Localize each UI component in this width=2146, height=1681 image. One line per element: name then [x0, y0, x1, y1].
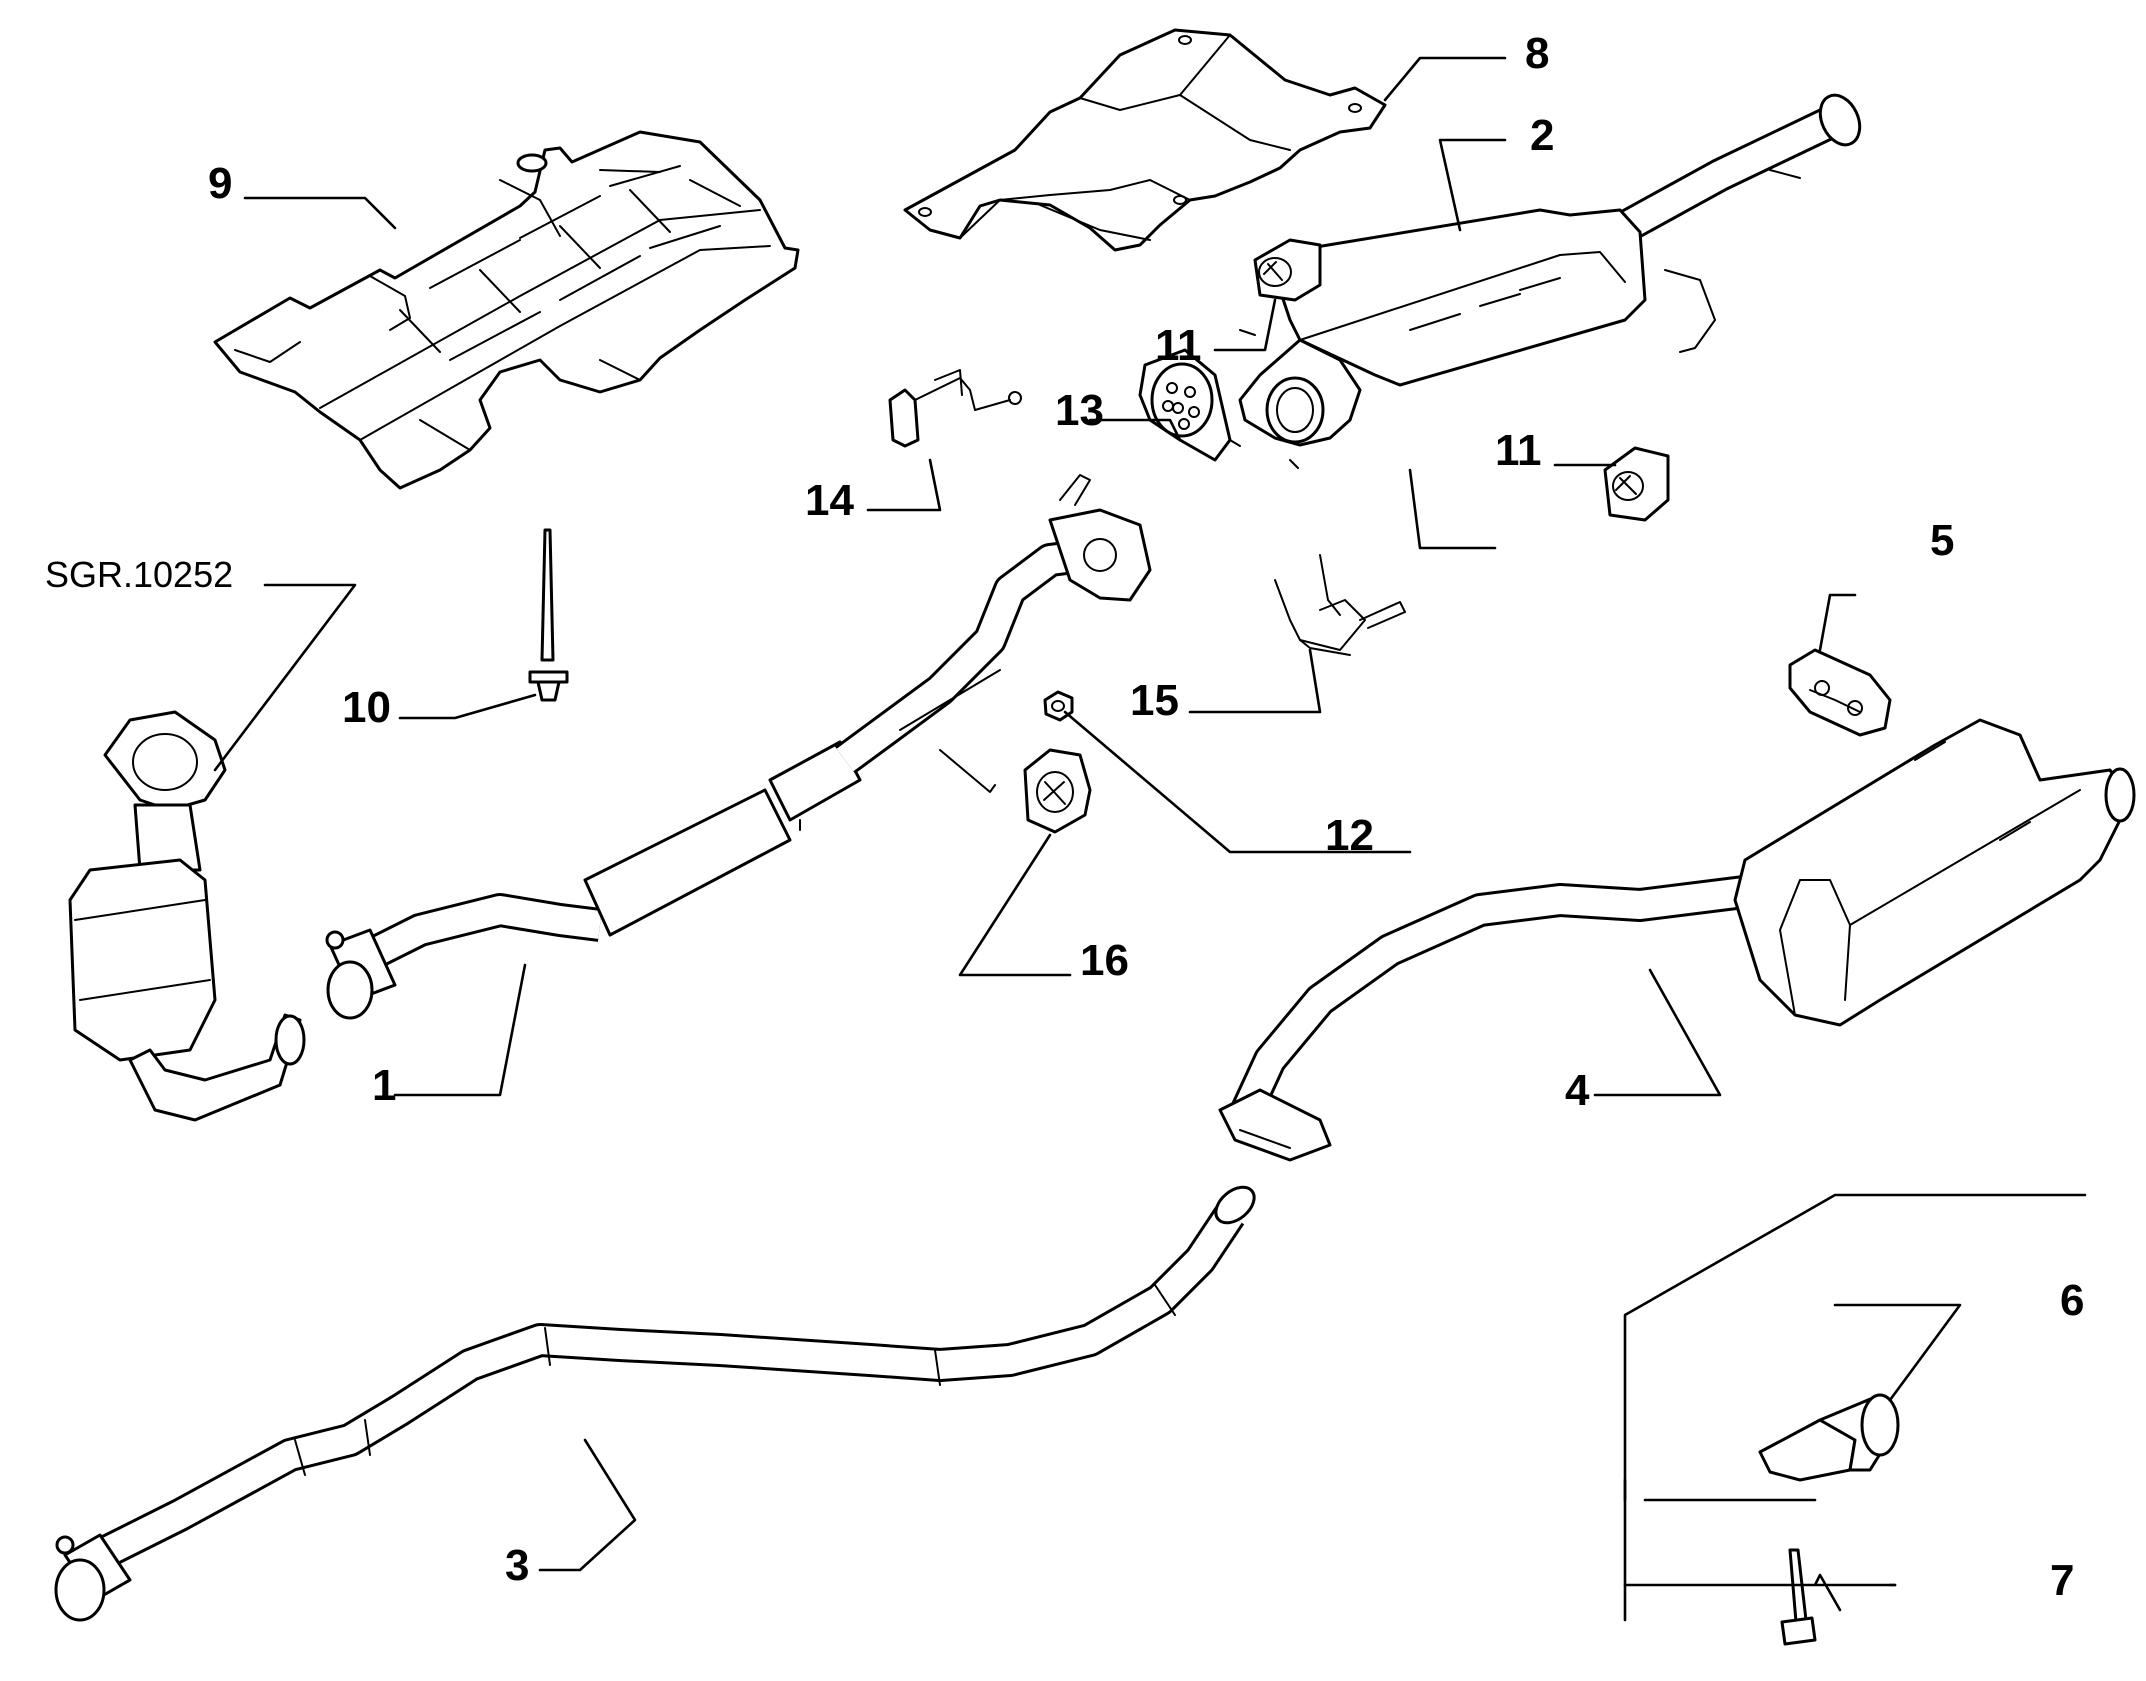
rubber-mount-11-lower [1603, 446, 1670, 522]
callout-11-upper: 11 [1155, 321, 1202, 370]
reference-code-label: SGR.10252 [45, 554, 233, 595]
gasket-13 [1138, 348, 1232, 462]
callout-13: 13 [1055, 386, 1104, 435]
rear-silencer-4 [1218, 718, 2136, 1162]
bracket-15 [1274, 554, 1406, 656]
bracket-14 [888, 369, 1022, 448]
callout-6: 6 [2060, 1276, 2084, 1325]
heat-shield-8 [903, 28, 1387, 252]
callout-2: 2 [1530, 111, 1554, 160]
rubber-mount-5 [1788, 648, 1892, 737]
callout-9: 9 [208, 159, 232, 208]
callout-10: 10 [342, 683, 391, 732]
leader-lines [213, 56, 1962, 1612]
bolt-7 [1780, 1548, 1817, 1646]
callout-14: 14 [805, 476, 854, 525]
callout-15: 15 [1130, 676, 1179, 725]
callout-labels: SGR.10252 1 2 3 4 5 6 7 8 9 10 11 11 12 … [45, 29, 2084, 1605]
callout-3: 3 [505, 1541, 529, 1590]
rubber-mount-16 [1023, 748, 1092, 834]
callout-16: 16 [1080, 936, 1129, 985]
callout-4: 4 [1565, 1066, 1590, 1115]
front-pipe-1 [325, 474, 1152, 1020]
rubber-mount-11-upper [1253, 238, 1322, 302]
callout-5: 5 [1930, 516, 1954, 565]
bolt-10 [528, 528, 569, 702]
callout-7: 7 [2050, 1556, 2074, 1605]
heat-shield-9 [213, 130, 800, 490]
callout-8: 8 [1525, 29, 1549, 78]
callout-12: 12 [1325, 811, 1374, 860]
catalytic-converter-reference [68, 710, 306, 1122]
detail-frame [1623, 1193, 2087, 1622]
callout-1: 1 [372, 1061, 396, 1110]
clamp-6 [1758, 1393, 1900, 1482]
intermediate-pipe-3 [54, 1185, 1256, 1622]
callout-11-lower: 11 [1495, 426, 1542, 475]
